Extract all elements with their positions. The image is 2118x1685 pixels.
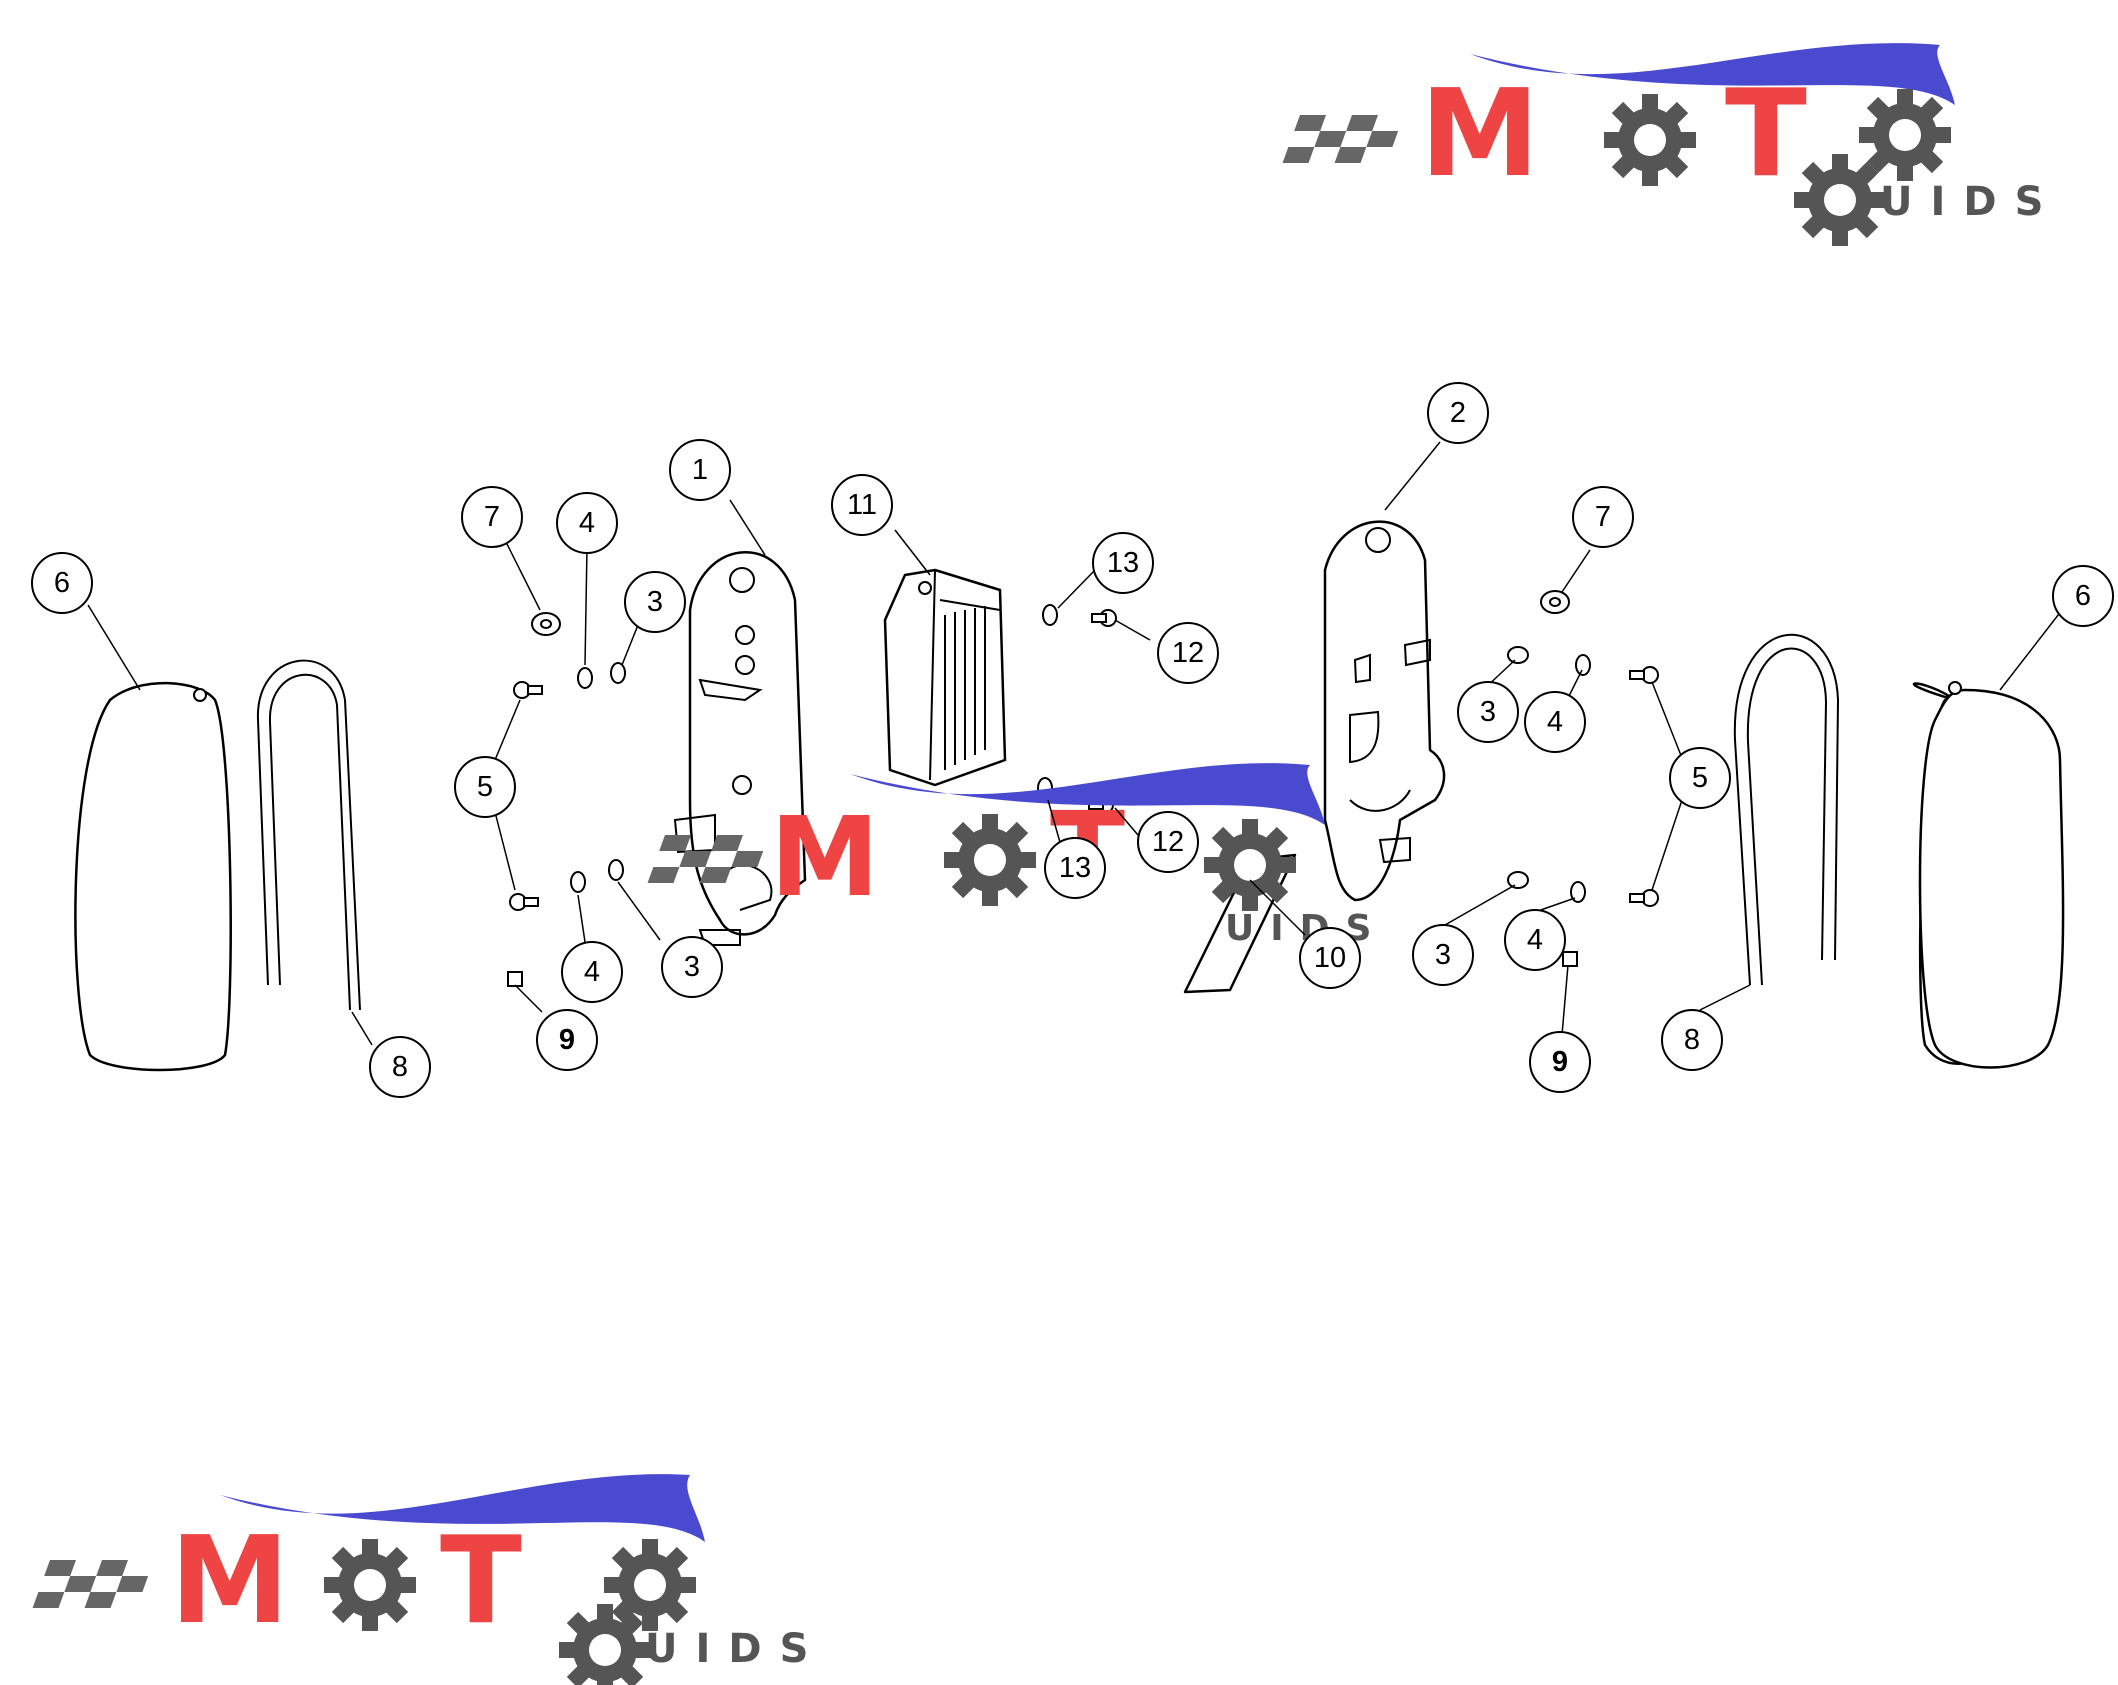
svg-text:M: M [170,1512,289,1651]
svg-text:UIDS: UIDS [1880,179,2061,225]
callout-13: 13 [1044,837,1106,899]
svg-text:4: 4 [584,956,600,988]
svg-text:5: 5 [1692,762,1708,794]
callout-1: 1 [669,439,731,501]
svg-text:12: 12 [1172,637,1204,669]
callout-6: 6 [2052,565,2114,627]
svg-text:T: T [440,1512,522,1651]
callout-5: 5 [454,756,516,818]
callout-7: 7 [461,486,523,548]
svg-text:2: 2 [1450,397,1466,429]
svg-text:3: 3 [1435,939,1451,971]
svg-text:M: M [1420,65,1539,204]
callout-4: 4 [1504,909,1566,971]
right-lens-tab [1948,681,1962,695]
right-gasket [1733,633,1840,986]
left-lens-tab [193,688,207,702]
callout-2: 2 [1427,382,1489,444]
leader-lines [87,441,2063,1046]
callout-9: 9 [1529,1031,1591,1093]
brand-logo-bottom: M T UIDS [32,1474,826,1685]
svg-text:4: 4 [579,507,595,539]
svg-text:1: 1 [692,454,708,486]
callout-11: 11 [831,474,893,536]
callout-3: 3 [1457,681,1519,743]
svg-text:7: 7 [1595,501,1611,533]
callout-12: 12 [1137,811,1199,873]
callout-4: 4 [561,941,623,1003]
callout-3: 3 [661,936,723,998]
svg-text:UIDS: UIDS [645,1626,826,1672]
left-lens-cover [74,681,232,1072]
callout-12: 12 [1157,622,1219,684]
callout-13: 13 [1092,532,1154,594]
callout-3: 3 [1412,924,1474,986]
svg-text:7: 7 [484,501,500,533]
svg-text:9: 9 [1552,1046,1568,1078]
svg-text:9: 9 [559,1024,575,1056]
callout-8: 8 [369,1036,431,1098]
svg-text:3: 3 [1480,696,1496,728]
callout-4: 4 [1524,691,1586,753]
callout-8: 8 [1661,1009,1723,1071]
svg-text:3: 3 [647,586,663,618]
svg-text:10: 10 [1314,942,1346,974]
svg-text:M: M [770,793,879,921]
brand-logo-top: M T UIDS [1282,43,2061,246]
svg-text:3: 3 [684,951,700,983]
svg-text:6: 6 [2075,580,2091,612]
washers [570,604,1591,903]
callout-6: 6 [31,552,93,614]
callout-4: 4 [556,492,618,554]
callout-10: 10 [1299,927,1361,989]
callout-7: 7 [1572,486,1634,548]
callout-5: 5 [1669,747,1731,809]
svg-text:12: 12 [1152,826,1184,858]
svg-text:13: 13 [1059,852,1091,884]
svg-text:13: 13 [1107,547,1139,579]
left-gasket [256,659,361,1011]
svg-text:T: T [1725,65,1807,204]
svg-text:6: 6 [54,567,70,599]
callout-3: 3 [624,571,686,633]
svg-text:4: 4 [1527,924,1543,956]
callout-9: 9 [536,1009,598,1071]
svg-text:4: 4 [1547,706,1563,738]
svg-text:5: 5 [477,771,493,803]
svg-text:8: 8 [392,1051,408,1083]
svg-text:11: 11 [847,489,877,521]
right-mounting-bracket [1323,520,1446,902]
svg-text:8: 8 [1684,1024,1700,1056]
